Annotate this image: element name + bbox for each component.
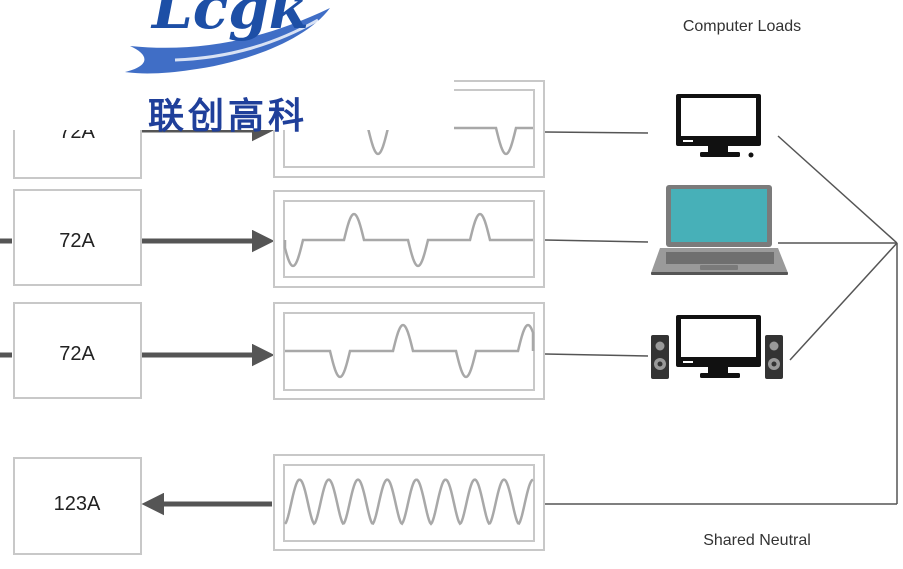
load-wire-3 — [544, 353, 649, 357]
current-value-3: 72A — [59, 343, 95, 365]
current-box-2 — [13, 189, 142, 286]
neutral-waveform-frame-inner — [283, 464, 535, 542]
company-logo: Lcgk 联创高科 — [0, 0, 454, 137]
neutral-waveform — [284, 478, 534, 526]
right-speaker-icon — [765, 335, 783, 379]
current-value-2: 72A — [59, 230, 95, 252]
load-wire-1 — [544, 131, 649, 134]
computer-loads-label: Computer Loads — [683, 18, 801, 35]
waveform-3 — [285, 323, 535, 379]
desktop-monitor-icon — [676, 94, 761, 158]
neutral-current-box — [13, 457, 142, 555]
current-box-3 — [13, 302, 142, 399]
neutral-current-value: 123A — [54, 493, 101, 515]
waveform-frame-inner-3 — [283, 312, 535, 391]
neutral-link-3 — [789, 242, 898, 361]
waveform-2 — [283, 212, 533, 268]
laptop-icon — [651, 185, 788, 275]
logo-wordmark: Lcgk — [150, 0, 309, 42]
desktop-with-speakers-icon — [651, 315, 783, 379]
waveform-frame-inner-2 — [283, 200, 535, 278]
logo-swoosh — [125, 8, 330, 74]
load-wire-2 — [544, 239, 649, 243]
left-speaker-icon — [651, 335, 669, 379]
phase-row-2: 72A — [0, 189, 649, 288]
neutral-link-1 — [777, 135, 898, 244]
phase-row-3: 72A — [0, 302, 649, 400]
shared-neutral-connections — [777, 135, 898, 361]
logo-chinese-name: 联创高科 — [148, 95, 308, 137]
neutral-row: 123A — [13, 243, 898, 555]
shared-neutral-label: Shared Neutral — [703, 532, 811, 549]
